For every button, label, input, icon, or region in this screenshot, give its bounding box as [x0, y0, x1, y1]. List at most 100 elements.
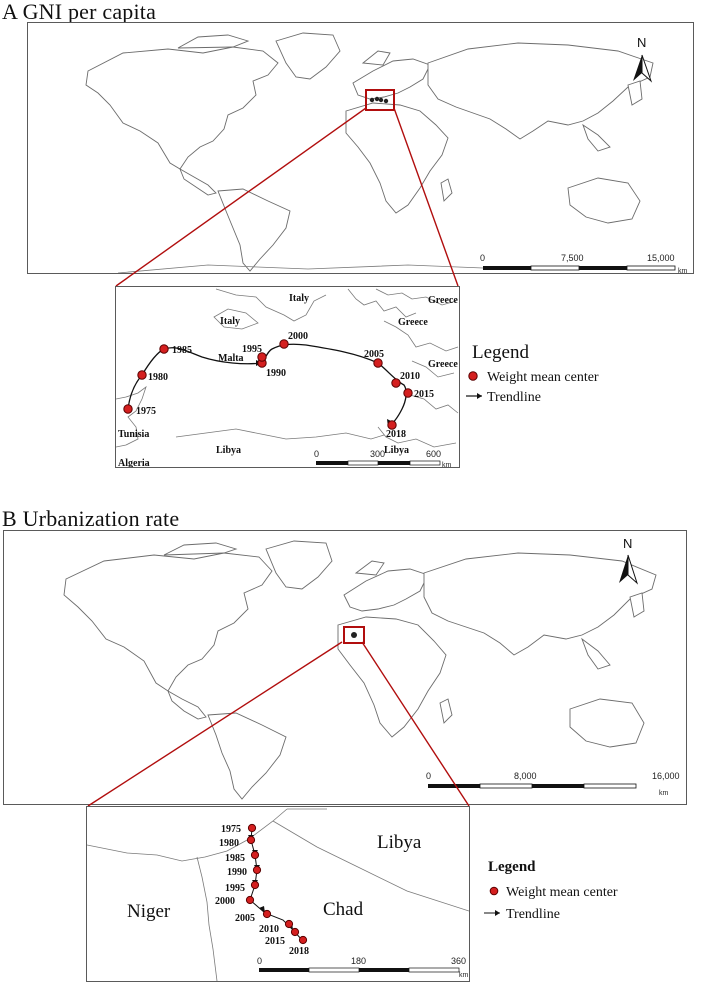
- label-year-2005: 2005: [235, 913, 255, 924]
- point-1990: [252, 865, 262, 875]
- panel-b-inset-map: 1975 1980 1985 1990 1995 2000 2005 2010 …: [86, 806, 470, 982]
- panel-b-world-map-svg: N 0 8,000 16,000 km: [63, 536, 680, 800]
- panel-a-inset-scale-tick-1: 300: [370, 449, 385, 459]
- place-greece-2: Greece: [398, 317, 428, 328]
- panel-a-legend-point-icon: [468, 371, 478, 381]
- panel-a-legend-item-0: Weight mean center: [487, 370, 599, 385]
- place-greece-3: Greece: [428, 359, 458, 370]
- panel-a-north-arrow-icon: [633, 54, 653, 83]
- label-year-2010: 2010: [400, 371, 420, 382]
- place-tunisia: Tunisia: [118, 429, 149, 440]
- label-year-2015: 2015: [265, 936, 285, 947]
- panel-b-scale-unit: km: [659, 790, 669, 797]
- point-1980: [246, 835, 256, 845]
- panel-a-focus-points: [369, 96, 389, 104]
- label-year-2010: 2010: [259, 924, 279, 935]
- panel-b-north-arrow-icon: [619, 554, 639, 585]
- place-chad: Chad: [323, 899, 364, 920]
- panel-b-legend: Legend Weight mean center Trendline: [484, 859, 618, 922]
- point-2018: [387, 420, 397, 430]
- panel-a-scale-tick-2: 15,000: [647, 253, 675, 263]
- panel-a-focus-box: [365, 89, 395, 111]
- panel-b-legend-arrow-icon: [484, 910, 500, 916]
- panel-b-inset-scale-tick-1: 180: [351, 956, 366, 966]
- panel-b-north-label: N: [623, 536, 632, 551]
- place-algeria: Algeria: [118, 458, 150, 467]
- panel-b-inset-scale-tick-2: 360: [451, 956, 466, 966]
- label-year-1995: 1995: [225, 883, 245, 894]
- panel-a-mean-centers: [123, 339, 413, 430]
- point-1975: [247, 823, 257, 833]
- label-year-2000: 2000: [288, 331, 308, 342]
- point-1995: [257, 352, 267, 362]
- place-italy-north: Italy: [289, 293, 309, 304]
- panel-a-world-map-svg: N 0 7,500 15,000 km: [85, 32, 688, 275]
- panel-b-mean-centers: [245, 823, 308, 945]
- panel-a-scale-unit: km: [678, 268, 688, 273]
- point-2015: [403, 388, 413, 398]
- point-2005: [373, 358, 383, 368]
- label-year-2000: 2000: [215, 896, 235, 907]
- panel-a-inset-map: 1975 1980 1985 1990 1995 2000 2005 2010 …: [115, 286, 460, 469]
- point-1975: [123, 404, 133, 414]
- label-year-1980: 1980: [219, 838, 239, 849]
- label-year-1975: 1975: [136, 406, 156, 417]
- label-year-2015: 2015: [414, 389, 434, 400]
- point-2000: [245, 895, 255, 905]
- panel-a-inset-scale-tick-2: 600: [426, 449, 441, 459]
- panel-a-inset-scale-bar: 0 300 600 km: [314, 449, 452, 469]
- point-1980: [137, 370, 147, 380]
- panel-b-legend-item-1: Trendline: [506, 907, 560, 922]
- label-year-2018: 2018: [289, 946, 309, 957]
- point-2015: [290, 927, 300, 937]
- panel-b-legend-point-icon: [489, 886, 499, 896]
- panel-a-title: A GNI per capita: [2, 0, 157, 24]
- place-greece-1: Greece: [428, 295, 458, 306]
- panel-a-legend-item-1: Trendline: [487, 390, 541, 405]
- panel-b-inset-scale-tick-0: 0: [257, 956, 262, 966]
- panel-b-focus-box: [343, 626, 365, 644]
- label-year-1990: 1990: [227, 867, 247, 878]
- panel-b-scale-tick-0: 0: [426, 771, 431, 781]
- panel-a-inset-svg: 1975 1980 1985 1990 1995 2000 2005 2010 …: [115, 288, 458, 469]
- point-1985: [250, 850, 260, 860]
- panel-a-legend: Legend Weight mean center Trendline: [466, 342, 599, 405]
- panel-b-focus-points: [351, 632, 357, 638]
- point-2010: [284, 919, 294, 929]
- panel-b-world-map: N 0 8,000 16,000 km: [3, 530, 687, 805]
- place-italy-south: Italy: [220, 316, 240, 327]
- label-year-1995: 1995: [242, 344, 262, 355]
- panel-b-inset-scale-bar: 0 180 360 km: [257, 956, 469, 979]
- panel-b-scale-bar: 0 8,000 16,000 km: [426, 771, 680, 797]
- panel-a-world-map: N 0 7,500 15,000 km: [27, 22, 694, 275]
- label-year-1975: 1975: [221, 824, 241, 835]
- label-year-1980: 1980: [148, 372, 168, 383]
- label-year-1985: 1985: [225, 853, 245, 864]
- panel-b-scale-tick-2: 16,000: [652, 771, 680, 781]
- panel-a-scale-tick-0: 0: [480, 253, 485, 263]
- panel-a-legend-arrow-icon: [466, 393, 482, 399]
- point-2000: [279, 339, 289, 349]
- place-libya: Libya: [377, 832, 422, 853]
- panel-a-inset-scale-unit: km: [442, 462, 452, 467]
- panel-a-legend-title: Legend: [472, 342, 529, 363]
- point-2010: [391, 378, 401, 388]
- point-2018: [298, 935, 308, 945]
- panel-a-north-label: N: [637, 35, 646, 50]
- panel-b-inset-scale-unit: km: [459, 972, 469, 979]
- label-year-2005: 2005: [364, 349, 384, 360]
- panel-a-scale-bar: 0 7,500 15,000 km: [480, 253, 688, 275]
- panel-b-scale-tick-1: 8,000: [514, 771, 537, 781]
- point-2005: [262, 909, 272, 919]
- label-year-2018: 2018: [386, 429, 406, 440]
- place-libya-2: Libya: [384, 445, 409, 456]
- point-1985: [159, 344, 169, 354]
- panel-b-title: B Urbanization rate: [2, 506, 180, 531]
- place-libya-1: Libya: [216, 445, 241, 456]
- label-year-1985: 1985: [172, 345, 192, 356]
- panel-a-scale-tick-1: 7,500: [561, 253, 584, 263]
- place-niger: Niger: [127, 901, 171, 922]
- panel-b-inset-svg: 1975 1980 1985 1990 1995 2000 2005 2010 …: [86, 808, 470, 982]
